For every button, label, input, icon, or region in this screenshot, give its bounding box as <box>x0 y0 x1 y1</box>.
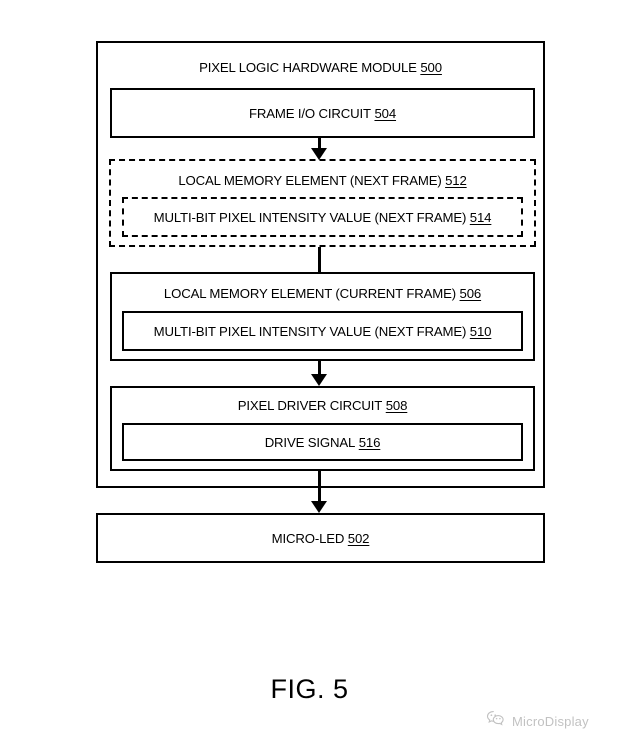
connector-504-to-512 <box>318 138 321 150</box>
block-label-512: LOCAL MEMORY ELEMENT (NEXT FRAME) 512 <box>111 174 534 187</box>
connector-506-to-508 <box>318 361 321 375</box>
block-ref-506: 506 <box>459 286 482 301</box>
figure-caption: FIG. 5 <box>270 674 349 704</box>
block-ref-516: 516 <box>358 435 381 450</box>
watermark: MicroDisplay <box>486 710 589 732</box>
connector-512-to-506 <box>318 247 321 272</box>
block-multibit-pixel-intensity-value-510: MULTI-BIT PIXEL INTENSITY VALUE (NEXT FR… <box>122 311 523 351</box>
block-ref-500: 500 <box>420 60 442 75</box>
block-title-514: MULTI-BIT PIXEL INTENSITY VALUE (NEXT FR… <box>153 210 467 225</box>
block-title-510: MULTI-BIT PIXEL INTENSITY VALUE (NEXT FR… <box>153 324 467 339</box>
block-ref-512: 512 <box>445 173 467 188</box>
block-label-502: MICRO-LED 502 <box>98 532 543 545</box>
block-drive-signal-516: DRIVE SIGNAL 516 <box>122 423 523 461</box>
block-multibit-pixel-intensity-value-next-frame-514: MULTI-BIT PIXEL INTENSITY VALUE (NEXT FR… <box>122 197 523 237</box>
block-title-500: PIXEL LOGIC HARDWARE MODULE <box>199 60 417 75</box>
arrowhead-504-to-512-icon <box>311 148 327 160</box>
block-label-510: MULTI-BIT PIXEL INTENSITY VALUE (NEXT FR… <box>124 325 521 338</box>
block-title-504: FRAME I/O CIRCUIT <box>248 106 371 121</box>
block-frame-io-circuit-504: FRAME I/O CIRCUIT 504 <box>110 88 535 138</box>
block-label-504: FRAME I/O CIRCUIT 504 <box>112 107 533 120</box>
wechat-official-account-icon <box>486 710 505 732</box>
block-title-512: LOCAL MEMORY ELEMENT (NEXT FRAME) <box>178 173 442 188</box>
block-title-516: DRIVE SIGNAL <box>264 435 356 450</box>
block-ref-514: 514 <box>469 210 492 225</box>
arrowhead-508-to-502-icon <box>311 501 327 513</box>
block-label-506: LOCAL MEMORY ELEMENT (CURRENT FRAME) 506 <box>112 287 533 300</box>
arrowhead-506-to-508-icon <box>311 374 327 386</box>
block-label-516: DRIVE SIGNAL 516 <box>124 436 521 449</box>
block-title-506: LOCAL MEMORY ELEMENT (CURRENT FRAME) <box>163 286 457 301</box>
block-label-514: MULTI-BIT PIXEL INTENSITY VALUE (NEXT FR… <box>124 211 521 224</box>
block-title-508: PIXEL DRIVER CIRCUIT <box>237 398 383 413</box>
block-ref-510: 510 <box>469 324 492 339</box>
block-label-508: PIXEL DRIVER CIRCUIT 508 <box>112 399 533 412</box>
block-ref-508: 508 <box>385 398 408 413</box>
block-title-502: MICRO-LED <box>271 531 345 546</box>
block-micro-led-502: MICRO-LED 502 <box>96 513 545 563</box>
connector-508-to-502 <box>318 471 321 503</box>
block-ref-504: 504 <box>374 106 397 121</box>
watermark-text: MicroDisplay <box>512 713 589 729</box>
block-ref-502: 502 <box>347 531 370 546</box>
block-label-500: PIXEL LOGIC HARDWARE MODULE 500 <box>98 61 543 74</box>
